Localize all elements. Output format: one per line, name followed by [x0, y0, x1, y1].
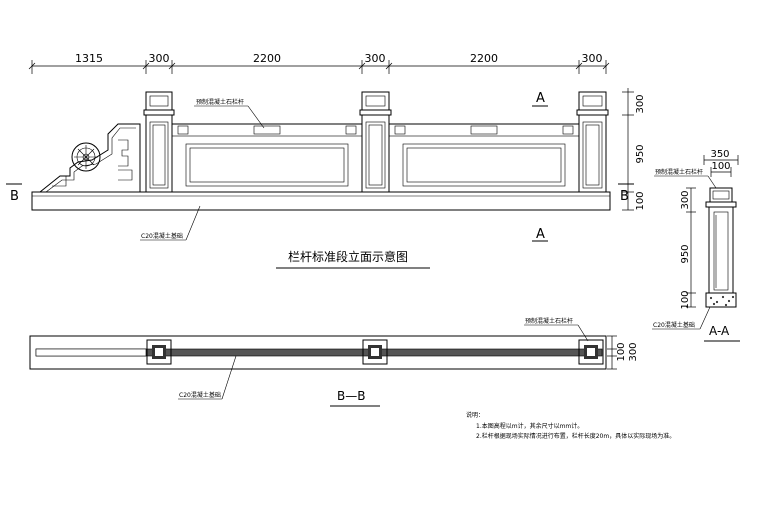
section-aa-title: A-A — [709, 324, 730, 338]
svg-text:A: A — [536, 91, 545, 106]
right-dimension-line: 300 950 100 — [622, 88, 646, 211]
callout-base-elevation: C20混凝土基础 — [140, 205, 201, 241]
svg-text:350: 350 — [710, 149, 729, 160]
notes-line-1: 1.本图高程以m计，其余尺寸以mm计。 — [476, 422, 583, 430]
svg-text:C20混凝土基础: C20混凝土基础 — [141, 232, 183, 240]
top-dimension-line: 1315 300 2200 300 2200 300 — [28, 52, 610, 74]
section-mark-a-top: A — [532, 91, 548, 107]
svg-text:950: 950 — [680, 244, 691, 263]
post-middle — [359, 91, 392, 193]
callout-base-bb: C20混凝土基础 — [179, 391, 221, 399]
svg-text:A: A — [536, 227, 545, 242]
post-right — [576, 91, 609, 193]
post-left — [143, 91, 175, 193]
svg-text:B: B — [620, 189, 629, 204]
section-aa: 350 100 300 950 100 预制混凝土石栏杆 — [652, 149, 740, 342]
svg-text:300: 300 — [680, 190, 691, 209]
callout-rail-elevation: 预制混凝土石栏杆 — [194, 98, 265, 129]
callout-rail-bb: 预制混凝土石栏杆 — [525, 317, 573, 325]
section-bb: 100 300 预制混凝土石栏杆 C20混凝土基础 B—B — [29, 317, 639, 407]
svg-text:100: 100 — [635, 191, 646, 210]
svg-text:300: 300 — [635, 94, 646, 113]
svg-text:300: 300 — [628, 342, 639, 361]
section-bb-title: B—B — [337, 389, 365, 403]
svg-text:100: 100 — [680, 290, 691, 309]
section-mark-b-right: B — [618, 183, 634, 204]
svg-text:预制混凝土石栏杆: 预制混凝土石栏杆 — [196, 98, 244, 106]
scroll-end-ornament — [39, 123, 141, 193]
rail-panel-left — [171, 123, 363, 193]
callout-rail-aa: 预制混凝土石栏杆 — [655, 168, 703, 176]
dim-300-c: 300 — [582, 52, 603, 65]
svg-text:100: 100 — [711, 161, 730, 172]
notes: 说明： 1.本图高程以m计，其余尺寸以mm计。 2.栏杆根据现场实际情况进行布置… — [466, 411, 675, 440]
dim-2200-a: 2200 — [253, 52, 281, 65]
svg-text:100: 100 — [616, 342, 627, 361]
dim-300-a: 300 — [149, 52, 170, 65]
svg-text:B: B — [10, 189, 19, 204]
notes-line-2: 2.栏杆根据现场实际情况进行布置，栏杆长度20m，具体以实际现场为准。 — [476, 432, 675, 440]
dim-1315: 1315 — [75, 52, 103, 65]
notes-heading: 说明： — [466, 411, 484, 419]
rail-panel-right — [388, 123, 580, 193]
section-mark-b-left: B — [6, 183, 22, 204]
callout-base-aa: C20混凝土基础 — [653, 321, 695, 329]
railing-elevation: A A B B 预制混凝土石栏杆 C20混凝土基础 — [6, 88, 646, 269]
section-mark-a-bottom: A — [532, 227, 548, 242]
dim-300-b: 300 — [365, 52, 386, 65]
dim-2200-b: 2200 — [470, 52, 498, 65]
elevation-title: 栏杆标准段立面示意图 — [288, 249, 408, 264]
svg-text:950: 950 — [635, 144, 646, 163]
